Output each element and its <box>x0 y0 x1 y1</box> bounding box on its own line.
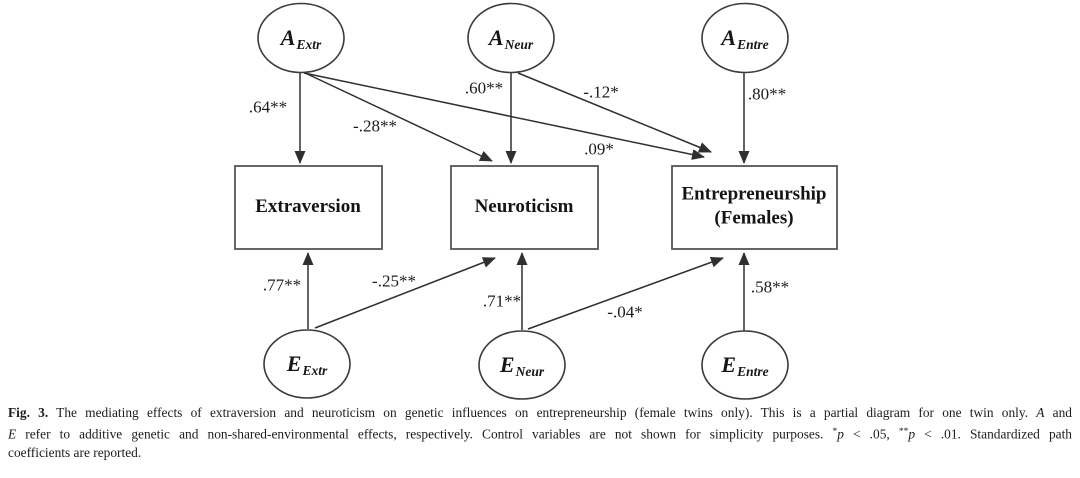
latent-label-e-entre: EEntre <box>721 351 769 379</box>
coef-a-extr-entrepreneurship: .09* <box>584 139 614 159</box>
coef-a-extr-neuroticism: -.28** <box>353 116 397 136</box>
path-a-extr-to-neuroticism <box>302 71 493 162</box>
caption-asterisk: * <box>832 426 838 437</box>
caption-text: refer to additive genetic and non-shared… <box>16 426 833 442</box>
caption-double-asterisk: ** <box>898 426 909 437</box>
latent-label-e-extr: EExtr <box>286 350 328 378</box>
path-e-extr-to-neuroticism <box>314 257 496 329</box>
latent-sub: Neur <box>504 36 534 52</box>
latent-ellipse-e-entre <box>701 330 789 400</box>
box-label-line2: (Females) <box>714 207 794 228</box>
latent-main: E <box>499 351 515 377</box>
path-e-neur-to-entrepreneurship <box>527 256 724 330</box>
caption-text: The mediating effects of extraversion an… <box>48 405 1037 420</box>
coef-a-extr-extraversion: .64** <box>248 97 288 117</box>
figure-number-label: Fig. 3. <box>8 405 49 420</box>
caption-line-2: E refer to additive genetic and non-shar… <box>8 423 1072 444</box>
path-a-extr-to-entrepreneurship <box>303 72 705 160</box>
sem-path-diagram: AExtr ANeur AEntre EExtr ENeur EEntre Ex… <box>234 2 838 400</box>
box-neuroticism <box>450 165 599 250</box>
latent-main: A <box>721 24 737 50</box>
latent-main: A <box>280 24 296 50</box>
box-entrepreneurship <box>671 165 838 250</box>
caption-italic-p: p <box>908 426 916 442</box>
latent-label-a-neur: ANeur <box>488 24 534 52</box>
coef-e-extr-extraversion: .77** <box>262 275 302 295</box>
latent-label-a-extr: AExtr <box>280 24 322 52</box>
coef-e-neur-entrepreneurship: -.04* <box>607 302 643 322</box>
latent-ellipse-a-extr <box>257 2 345 74</box>
box-label-neuroticism: Neuroticism <box>474 196 574 218</box>
box-label-line1: Entrepreneurship <box>681 183 827 205</box>
figure-caption: Fig. 3. The mediating effects of extrave… <box>8 404 1072 463</box>
latent-sub: Entre <box>737 363 769 379</box>
diagram-canvas <box>234 2 838 400</box>
caption-text: coefficients are reported. <box>8 445 142 461</box>
latent-label-a-entre: AEntre <box>721 24 769 52</box>
coef-a-entre-entrepreneurship: .80** <box>747 84 787 104</box>
coef-e-neur-neuroticism: .71** <box>482 291 522 311</box>
caption-line-3: coefficients are reported. <box>8 444 1072 463</box>
latent-sub: Extr <box>302 362 328 378</box>
latent-ellipse-e-neur <box>478 330 566 400</box>
coef-e-entre-entrepreneurship: .58** <box>750 277 790 297</box>
path-a-neur-to-entrepreneurship <box>517 72 712 153</box>
caption-italic-a: A <box>1036 405 1045 420</box>
latent-main: E <box>721 351 737 377</box>
caption-italic-p: p <box>837 426 844 442</box>
latent-label-e-neur: ENeur <box>499 351 545 379</box>
latent-main: A <box>488 24 504 50</box>
coef-e-extr-neuroticism: -.25** <box>372 271 416 291</box>
latent-sub: Entre <box>737 36 769 52</box>
box-label-entrepreneurship: Entrepreneurship(Females) <box>682 182 827 230</box>
coef-a-neur-neuroticism: .60** <box>464 78 504 98</box>
coef-a-neur-entrepreneurship: -.12* <box>583 82 619 102</box>
box-label-extraversion: Extraversion <box>255 196 361 218</box>
latent-sub: Neur <box>515 363 545 379</box>
box-extraversion <box>234 165 383 250</box>
caption-italic-e: E <box>8 426 17 442</box>
latent-ellipse-a-neur <box>467 2 555 74</box>
latent-ellipse-e-extr <box>263 329 351 399</box>
latent-ellipse-a-entre <box>701 2 789 74</box>
latent-sub: Extr <box>296 36 322 52</box>
latent-main: E <box>286 350 302 376</box>
caption-text: < .05, <box>843 426 899 442</box>
caption-text: and <box>1044 405 1072 420</box>
caption-text: < .01. Standardized path <box>915 426 1072 442</box>
caption-line-1: Fig. 3. The mediating effects of extrave… <box>8 404 1072 423</box>
